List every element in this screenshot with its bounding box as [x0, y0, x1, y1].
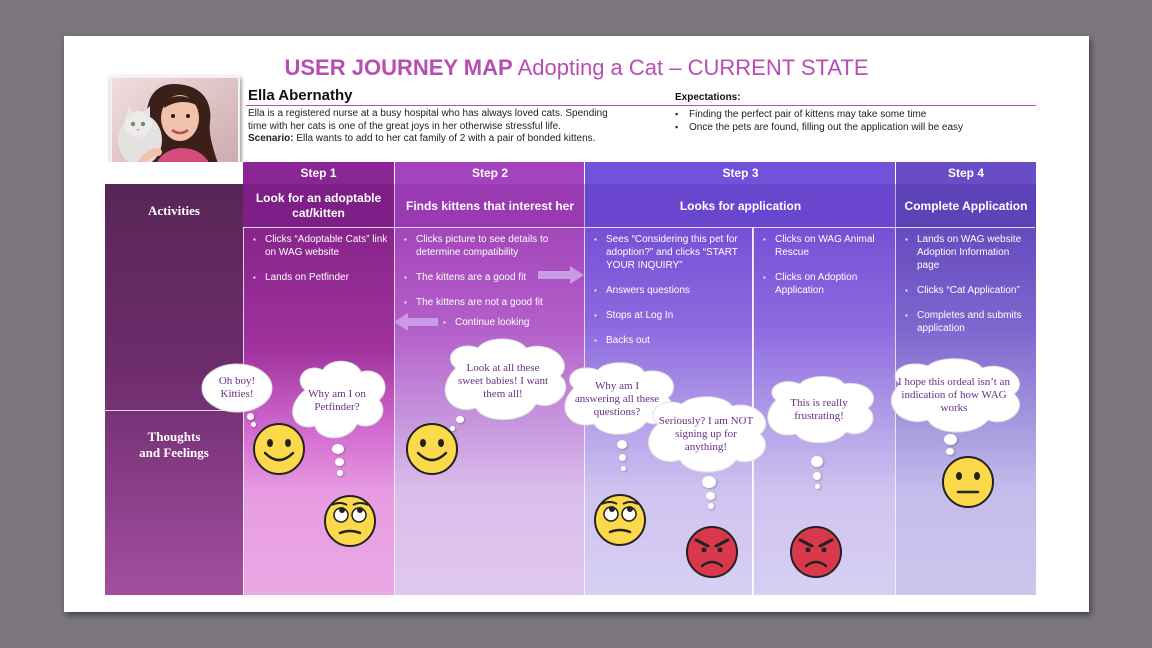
step4-activity-list: Lands on WAG website Adoption Informatio… [903, 233, 1033, 347]
list-item: Clicks picture to see details to determi… [402, 233, 577, 259]
list-item: Clicks “Adoptable Cats” link on WAG webs… [251, 233, 391, 259]
bubble-dot [450, 426, 455, 431]
page-title: USER JOURNEY MAP Adopting a Cat – CURREN… [284, 55, 869, 80]
right-arrow-icon [538, 266, 584, 284]
list-item: Clicks “Cat Application” [903, 284, 1033, 297]
list-item: Sees “Considering this pet for adoption?… [592, 233, 750, 272]
happy-face-icon [406, 423, 458, 475]
list-item: Clicks on Adoption Application [761, 271, 889, 297]
persona-bio: Ella is a registered nurse at a busy hos… [248, 108, 628, 146]
bubble-dot [813, 472, 821, 480]
thought-cloud: I hope this ordeal isn’t an indication o… [878, 358, 1030, 433]
bubble-dot [251, 422, 256, 427]
row-label-activities: Activities [148, 203, 200, 218]
slide: USER JOURNEY MAP Adopting a Cat – CURREN… [64, 36, 1089, 612]
thought-cloud: Look at all these sweet babies! I want t… [432, 338, 574, 422]
activity-header-2: Finds kittens that interest her [394, 184, 585, 228]
expectations-heading: Expectations: [675, 92, 741, 103]
list-item: Answers questions [592, 284, 750, 297]
list-item: Completes and submits application [903, 309, 1033, 335]
bubble-dot [456, 416, 464, 423]
thought-cloud: Oh boy! Kitties! [201, 363, 273, 413]
bubble-dot [619, 454, 626, 461]
thought-cloud: Why am I on Petfinder? [285, 360, 389, 442]
bubble-dot [811, 456, 823, 467]
bubble-dot [337, 470, 343, 476]
persona-name: Ella Abernathy [248, 87, 353, 104]
step-header-3: Step 3 [584, 162, 896, 184]
bubble-dot [247, 413, 254, 420]
thought-cloud: Why am I answering all these questions? [554, 362, 680, 435]
step-header-2: Step 2 [394, 162, 585, 184]
row-label-top-spacer [105, 162, 243, 184]
list-item: The kittens are a good fit [402, 271, 577, 284]
step3-activity-list-b: Clicks on WAG Animal Rescue Clicks on Ad… [761, 233, 889, 309]
left-arrow-icon [394, 313, 438, 331]
activity-header-divider [243, 227, 1035, 228]
bubble-dot [617, 440, 627, 449]
eye-roll-face-icon [324, 495, 376, 547]
bubble-dot [706, 492, 715, 500]
eye-roll-face-icon [594, 494, 646, 546]
angry-face-icon [686, 526, 738, 578]
list-item: Backs out [592, 334, 750, 347]
activity-header-3: Looks for application [584, 184, 896, 228]
list-item: Lands on Petfinder [251, 271, 391, 284]
thought-cloud: Seriously? I am NOT signing up for anyth… [636, 396, 776, 473]
step-header-4: Step 4 [895, 162, 1036, 184]
bubble-dot [815, 484, 820, 489]
step-header-1: Step 1 [243, 162, 394, 184]
list-item: Stops at Log In [592, 309, 750, 322]
expectations-list: Finding the perfect pair of kittens may … [675, 108, 1035, 134]
step2-activity-list: Clicks picture to see details to determi… [402, 233, 577, 321]
activity-header-4: Complete Application [895, 184, 1036, 228]
activity-header-1: Look for an adoptable cat/kitten [243, 184, 394, 228]
bubble-dot [702, 476, 716, 488]
persona-photo [110, 76, 240, 178]
step1-activity-list: Clicks “Adoptable Cats” link on WAG webs… [251, 233, 391, 296]
bubble-dot [946, 448, 954, 455]
bubble-dot [708, 503, 714, 509]
scenario: Scenario: Ella wants to add to her cat f… [248, 133, 596, 144]
happy-face-icon [253, 423, 305, 475]
step2-sub-list: Continue looking [441, 316, 571, 341]
list-item: The kittens are not a good fit [402, 296, 577, 309]
expectation-item: Finding the perfect pair of kittens may … [675, 108, 1035, 121]
bubble-dot [332, 444, 344, 454]
list-item: Lands on WAG website Adoption Informatio… [903, 233, 1033, 272]
step3-activity-list-a: Sees “Considering this pet for adoption?… [592, 233, 750, 359]
bubble-dot [621, 466, 626, 471]
angry-face-icon [790, 526, 842, 578]
list-item: Clicks on WAG Animal Rescue [761, 233, 889, 259]
persona-bio-text: Ella is a registered nurse at a busy hos… [248, 108, 608, 132]
list-item: Continue looking [441, 316, 571, 329]
bubble-dot [335, 458, 344, 466]
neutral-face-icon [942, 456, 994, 508]
bubble-dot [944, 434, 957, 445]
expectation-item: Once the pets are found, filling out the… [675, 121, 1035, 134]
header-divider [246, 105, 1036, 106]
thought-cloud: This is really frustrating! [758, 376, 880, 444]
